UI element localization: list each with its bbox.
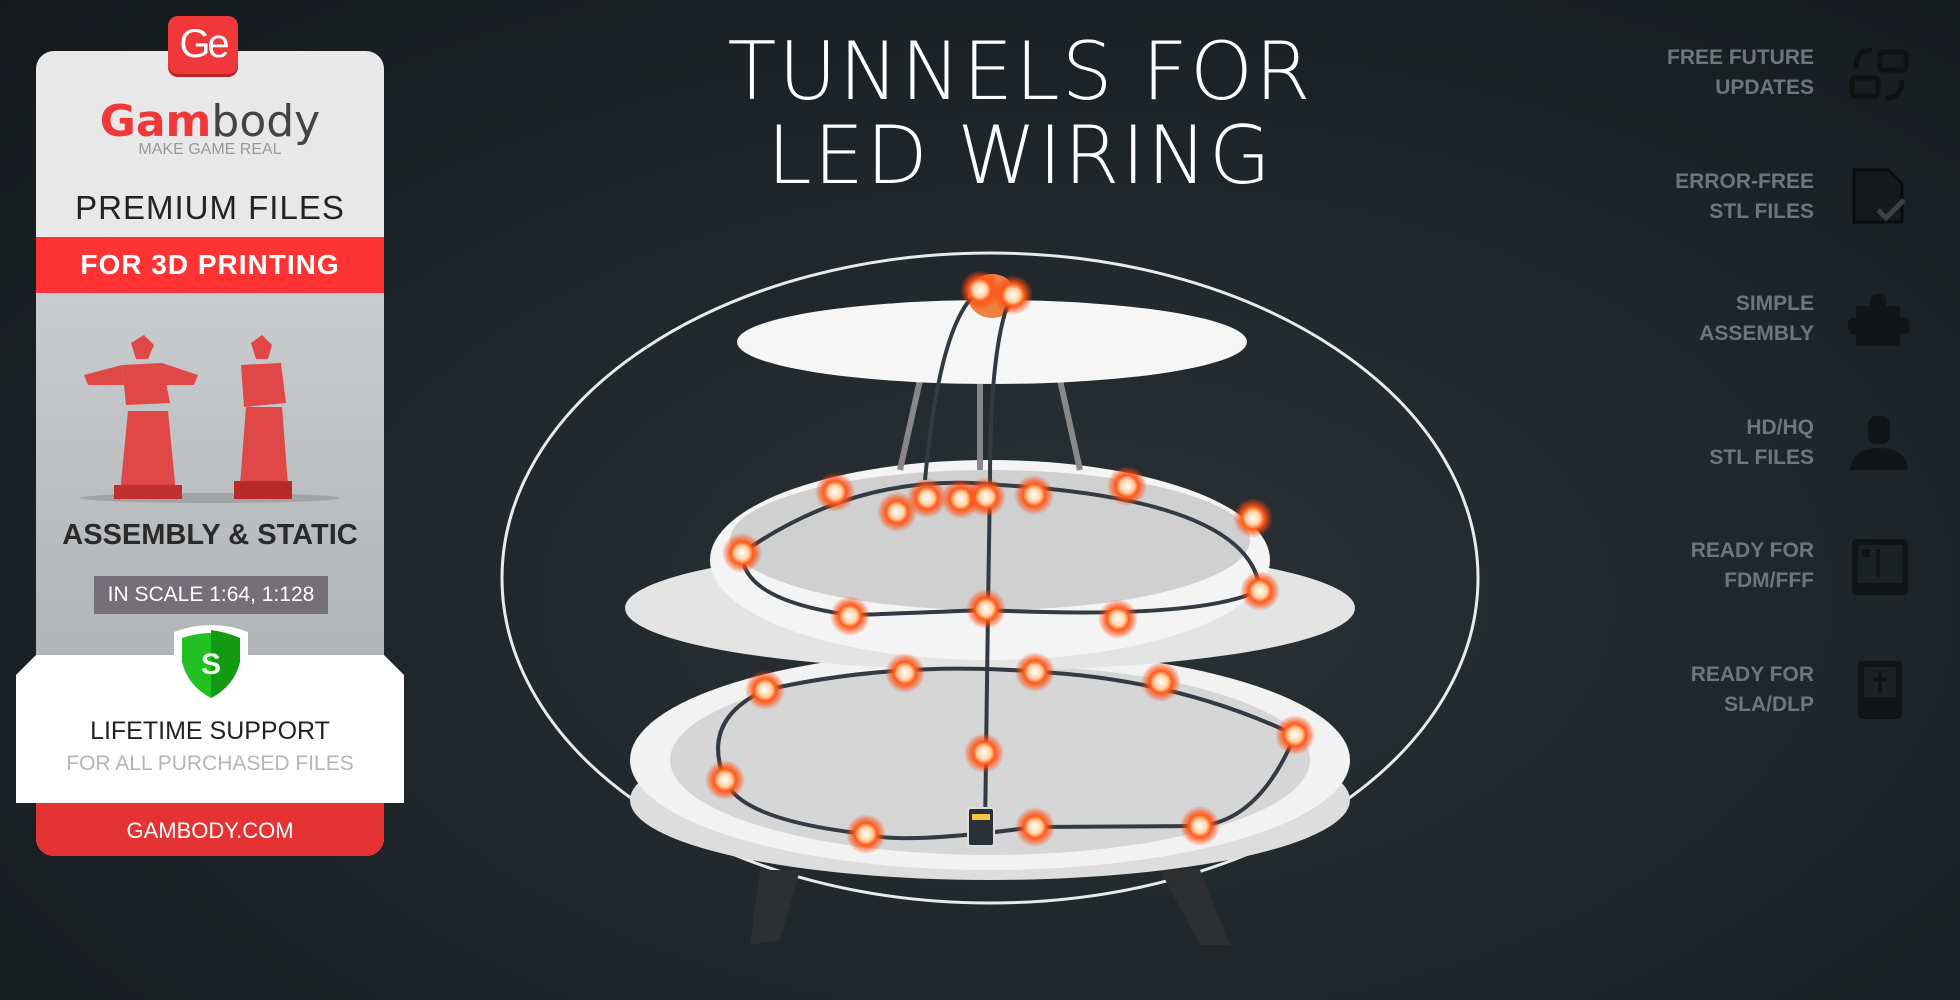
shield-letter: S (201, 648, 221, 681)
led-dots (705, 270, 1315, 854)
feature-label: READY FOR SLA/DLP (1690, 663, 1814, 716)
battery-icon (967, 807, 995, 847)
title-line-2: LED WIRING (767, 109, 1273, 202)
assembly-static: ASSEMBLY & STATIC (62, 519, 358, 551)
title-line-1: TUNNELS FOR (727, 25, 1313, 118)
feature-item: FREE FUTURE UPDATES (1584, 38, 1914, 108)
feature-item: ERROR-FREE STL FILES (1584, 162, 1914, 232)
support-subtitle: FOR ALL PURCHASED FILES (66, 752, 354, 775)
support-title: LIFETIME SUPPORT (90, 717, 330, 745)
update-icon (1849, 47, 1909, 101)
feature-label: FREE FUTURE UPDATES (1667, 46, 1814, 99)
sla-printer-icon (1858, 661, 1902, 719)
scale-badge: IN SCALE 1:64, 1:128 (94, 576, 328, 614)
shield-icon: S (174, 625, 248, 706)
figures-illustration (80, 335, 340, 503)
premium-files: PREMIUM FILES (75, 189, 345, 226)
gambody-badge: Ge (168, 16, 238, 74)
file-check-icon (1852, 168, 1906, 224)
for-3d-printing: FOR 3D PRINTING (36, 237, 384, 293)
feature-label: READY FOR FDM/FFF (1690, 539, 1814, 592)
feature-item: HD/HQ STL FILES (1584, 408, 1914, 478)
gambody-site-link[interactable]: GAMBODY.COM (36, 803, 384, 856)
fdm-printer-icon (1852, 539, 1908, 595)
logo-red: Gam (99, 96, 212, 147)
puzzle-icon (1848, 294, 1910, 346)
gambody-logo: Gambody (36, 96, 384, 147)
feature-label: ERROR-FREE STL FILES (1675, 170, 1814, 223)
feature-label: HD/HQ STL FILES (1709, 416, 1814, 469)
feature-item: READY FOR FDM/FFF (1584, 531, 1914, 601)
tagline: MAKE GAME REAL (138, 141, 282, 158)
feature-item: READY FOR SLA/DLP (1584, 655, 1914, 725)
page-title: TUNNELS FOR LED WIRING (620, 30, 1420, 198)
ironman-icon (1850, 416, 1908, 470)
ufo-led-illustration (500, 251, 1480, 945)
feature-label: SIMPLE ASSEMBLY (1699, 292, 1814, 345)
logo-dark: body (211, 96, 321, 147)
feature-item: SIMPLE ASSEMBLY (1584, 284, 1914, 354)
